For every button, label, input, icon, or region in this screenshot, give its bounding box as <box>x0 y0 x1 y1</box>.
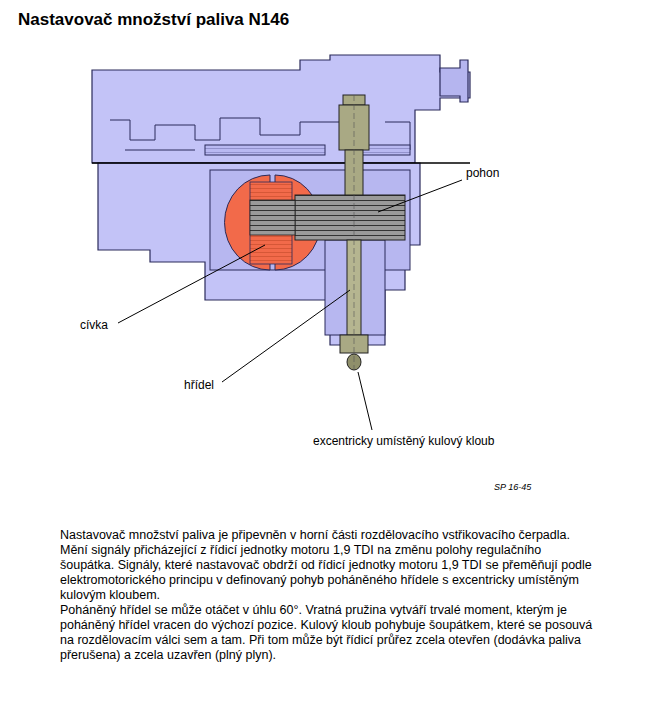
part-label: hřídel <box>184 378 214 392</box>
part-label: pohon <box>466 166 499 180</box>
body-paragraph: Poháněný hřídel se může otáčet v úhlu 60… <box>60 603 595 663</box>
part-label: excentricky umístěný kulový kloub <box>313 434 494 448</box>
body-paragraph: Nastavovač množství paliva je připevněn … <box>60 528 595 603</box>
page-title: Nastavovač množství paliva N146 <box>18 10 289 30</box>
figure-code: SP 16-45 <box>494 482 531 492</box>
part-label: cívka <box>80 318 108 332</box>
